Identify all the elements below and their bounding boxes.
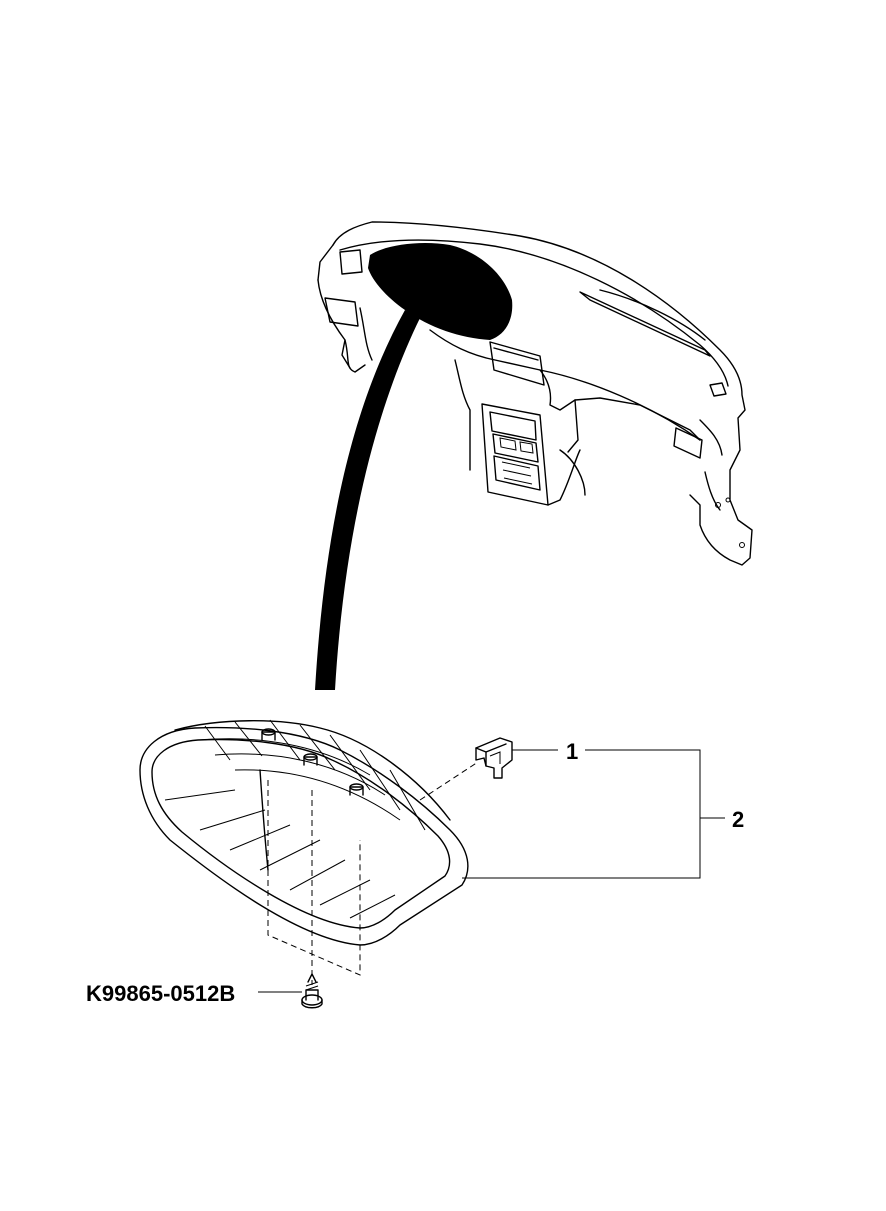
callout-label-1: 1 [566, 739, 578, 764]
leader-lines [258, 749, 725, 993]
mounting-boss [303, 753, 318, 766]
mounting-boss [349, 783, 364, 796]
clip-part [475, 737, 513, 779]
cluster-hood-highlight [368, 243, 513, 340]
dashboard-assembly [317, 221, 753, 566]
mounting-boss [261, 728, 276, 741]
screw-part [301, 973, 323, 1009]
fastener-part-number: K99865-0512B [86, 981, 235, 1006]
callout-pointer [315, 310, 420, 690]
assembly-guide-lines [267, 761, 479, 985]
callout-label-2: 2 [732, 807, 744, 832]
cluster-housing [139, 719, 469, 946]
